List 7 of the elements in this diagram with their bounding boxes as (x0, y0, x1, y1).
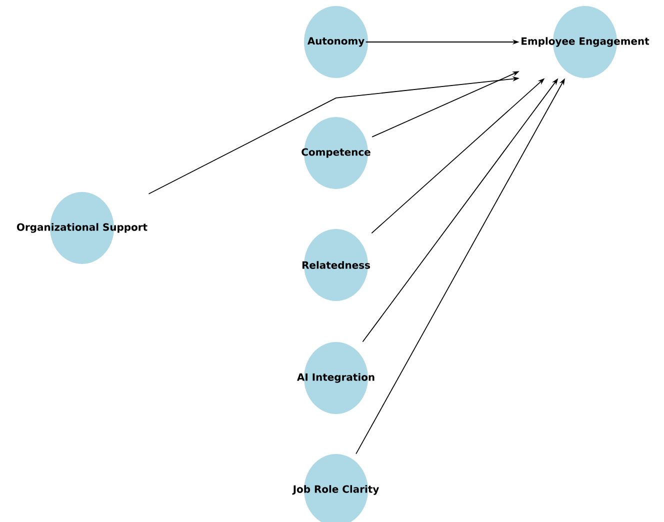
circle-node: Organizational Support (17, 192, 148, 264)
circle-node: Job Role Clarity (292, 454, 379, 522)
circle-node: Competence (302, 116, 370, 189)
circle-node: Autonomy (304, 6, 368, 78)
circle-node: Employee Engagement (522, 6, 650, 78)
circle-node: AI Integration (297, 342, 374, 414)
circle-node: Relatedness (302, 228, 370, 301)
